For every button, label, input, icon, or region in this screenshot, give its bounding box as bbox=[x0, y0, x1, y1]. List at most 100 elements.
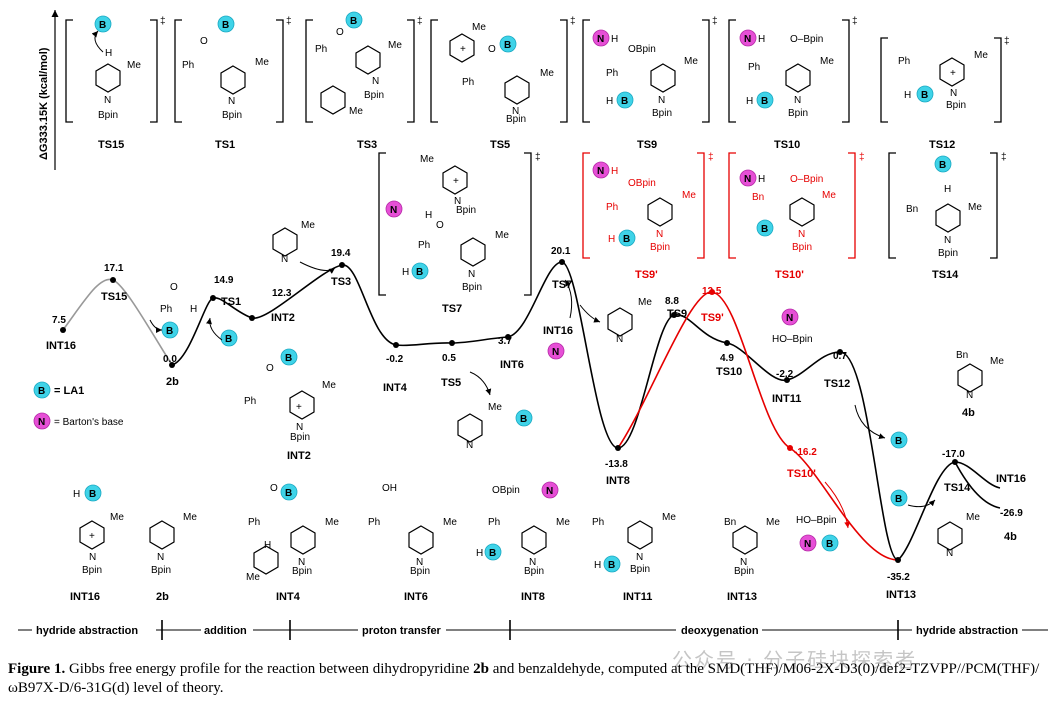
svg-text:H: H bbox=[105, 48, 112, 59]
svg-text:B: B bbox=[504, 40, 511, 51]
svg-text:H: H bbox=[611, 166, 618, 177]
svg-text:B: B bbox=[416, 267, 423, 278]
svg-text:Me: Me bbox=[443, 517, 457, 528]
svg-text:‡: ‡ bbox=[417, 16, 423, 27]
lbl-ts10: TS10 bbox=[716, 366, 742, 378]
svg-text:Bpin: Bpin bbox=[734, 566, 754, 577]
y-axis: ΔG333.15K (kcal/mol) bbox=[38, 10, 59, 170]
svg-text:Me: Me bbox=[684, 56, 698, 67]
int16-mid-label: INT16 bbox=[543, 325, 573, 337]
svg-text:H: H bbox=[476, 548, 483, 559]
svg-text:Ph: Ph bbox=[244, 396, 256, 407]
svg-text:Ph: Ph bbox=[248, 517, 260, 528]
lbl-int2: INT2 bbox=[271, 312, 295, 324]
svg-text:Me: Me bbox=[255, 57, 269, 68]
svg-text:N: N bbox=[744, 34, 751, 45]
svg-text:OBpin: OBpin bbox=[628, 178, 656, 189]
svg-text:HO–Bpin: HO–Bpin bbox=[796, 515, 837, 526]
svg-text:N: N bbox=[552, 347, 559, 358]
svg-text:H: H bbox=[425, 210, 432, 221]
lbl-ts5: TS5 bbox=[441, 377, 461, 389]
svg-text:Ph: Ph bbox=[606, 68, 618, 79]
svg-text:B: B bbox=[89, 489, 96, 500]
svg-text:N: N bbox=[281, 254, 288, 265]
stationary-points bbox=[60, 259, 958, 563]
svg-text:N: N bbox=[944, 235, 951, 246]
svg-text:B: B bbox=[621, 96, 628, 107]
svg-text:N: N bbox=[794, 95, 801, 106]
ts3-top-label: TS3 bbox=[357, 139, 377, 151]
svg-text:O: O bbox=[266, 363, 274, 374]
svg-text:‡: ‡ bbox=[570, 16, 576, 27]
svg-text:+: + bbox=[460, 44, 466, 55]
svg-text:N: N bbox=[740, 557, 747, 568]
ts10-structure: ‡ N H O–Bpin Ph N Bpin Me H B TS10 bbox=[728, 16, 858, 151]
svg-text:Bpin: Bpin bbox=[462, 282, 482, 293]
ts15-structure: ‡ N Bpin Me H B TS15 bbox=[65, 15, 166, 151]
svg-text:B: B bbox=[350, 16, 357, 27]
caption-rest: and benzaldehyde, computed at the SMD(TH… bbox=[8, 661, 1040, 696]
svg-text:B: B bbox=[761, 96, 768, 107]
stationary-point bbox=[339, 262, 345, 268]
svg-text:N: N bbox=[512, 106, 519, 117]
ts5-top-label: TS5 bbox=[490, 139, 510, 151]
bottom-row: H B + N Bpin Me INT16 N Bpin Me 2b O B P… bbox=[70, 481, 780, 603]
svg-text:Me: Me bbox=[822, 190, 836, 201]
lbl-ts9p: TS9' bbox=[701, 312, 724, 324]
svg-text:N: N bbox=[228, 96, 235, 107]
stationary-point bbox=[210, 295, 216, 301]
ts7-mid-label: TS7 bbox=[442, 303, 462, 315]
svg-text:Me: Me bbox=[766, 517, 780, 528]
lbl-ts10p: TS10' bbox=[787, 468, 816, 480]
svg-text:‡: ‡ bbox=[1004, 36, 1010, 47]
svg-text:B: B bbox=[285, 488, 292, 499]
svg-text:N: N bbox=[946, 548, 953, 559]
lbl-ts12: TS12 bbox=[824, 378, 850, 390]
svg-text:B: B bbox=[608, 560, 615, 571]
ts1-top-label: TS1 bbox=[215, 139, 235, 151]
svg-text:N: N bbox=[372, 76, 379, 87]
energy-curves bbox=[62, 261, 1001, 561]
svg-text:Bpin: Bpin bbox=[652, 108, 672, 119]
p4b-structure-label: 4b bbox=[962, 407, 975, 419]
svg-text:N: N bbox=[744, 174, 751, 185]
lbl-ts15: TS15 bbox=[101, 291, 127, 303]
svg-text:H: H bbox=[608, 234, 615, 245]
svg-text:Me: Me bbox=[301, 220, 315, 231]
val-ts14: -17.0 bbox=[942, 449, 965, 460]
svg-text:Me: Me bbox=[966, 512, 980, 523]
svg-text:Bpin: Bpin bbox=[456, 205, 476, 216]
svg-text:B: B bbox=[222, 20, 229, 31]
ts14-mid-label: TS14 bbox=[932, 269, 959, 281]
ts15-top-label: TS15 bbox=[98, 139, 124, 151]
svg-text:Me: Me bbox=[127, 60, 141, 71]
svg-text:OH: OH bbox=[382, 483, 397, 494]
svg-text:N: N bbox=[529, 557, 536, 568]
lbl-int8: INT8 bbox=[606, 475, 630, 487]
stationary-point bbox=[169, 362, 175, 368]
svg-text:N: N bbox=[616, 334, 623, 345]
svg-text:‡: ‡ bbox=[286, 16, 292, 27]
val-int8: -13.8 bbox=[605, 459, 628, 470]
svg-text:N: N bbox=[296, 422, 303, 433]
stationary-point bbox=[505, 334, 511, 340]
stage-addition: addition bbox=[204, 625, 247, 637]
ts14-structure: ‡ B H Bn N Bpin Me TS14 bbox=[888, 152, 1007, 281]
svg-text:H: H bbox=[73, 489, 80, 500]
lbl-2b: 2b bbox=[166, 376, 179, 388]
caption-prefix: Figure 1. bbox=[8, 661, 66, 677]
lbl-int11: INT11 bbox=[772, 393, 801, 405]
svg-text:‡: ‡ bbox=[712, 16, 718, 27]
ts10-top-label: TS10 bbox=[774, 139, 800, 151]
svg-text:+: + bbox=[296, 402, 302, 413]
svg-text:‡: ‡ bbox=[160, 16, 166, 27]
lbl-int16-end: INT16 bbox=[996, 473, 1026, 485]
svg-text:N: N bbox=[546, 486, 553, 497]
val-ts9p: 12.5 bbox=[702, 286, 722, 297]
ts9p-mid-label: TS9' bbox=[635, 269, 658, 281]
svg-text:Ph: Ph bbox=[368, 517, 380, 528]
svg-text:B: B bbox=[895, 494, 902, 505]
svg-text:O: O bbox=[436, 220, 444, 231]
stage-deoxygenation: deoxygenation bbox=[681, 625, 759, 637]
